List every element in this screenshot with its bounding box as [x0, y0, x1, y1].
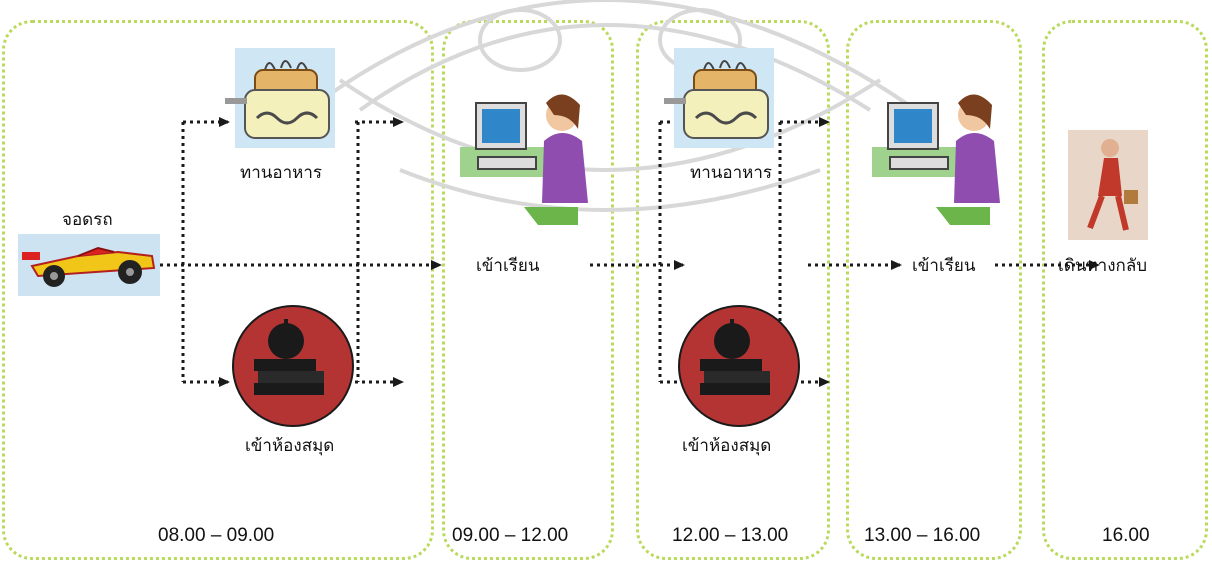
- label-library-2: เข้าห้องสมุด: [682, 436, 772, 456]
- time-label-4: 13.00 – 16.00: [864, 525, 981, 546]
- race-car-icon: [18, 234, 160, 296]
- label-library-1: เข้าห้องสมุด: [245, 436, 335, 456]
- time-label-3: 12.00 – 13.00: [672, 525, 789, 546]
- time-label-2: 09.00 – 12.00: [452, 525, 569, 546]
- time-label-1: 08.00 – 09.00: [158, 525, 275, 546]
- time-panel-5: [1042, 20, 1208, 560]
- walking-person-icon: [1068, 130, 1148, 240]
- library-books-icon: [232, 305, 354, 427]
- label-study-1: เข้าเรียน: [476, 256, 540, 276]
- toaster-icon: [225, 48, 335, 148]
- label-park: จอดรถ: [62, 210, 113, 230]
- library-books-icon-2: [678, 305, 800, 427]
- person-at-computer-icon: [460, 94, 588, 225]
- person-at-computer-icon-2: [872, 94, 1000, 225]
- label-eat-2: ทานอาหาร: [690, 163, 773, 183]
- toaster-icon-2: [664, 48, 774, 148]
- time-panel-1: [2, 20, 434, 560]
- label-study-2: เข้าเรียน: [912, 256, 976, 276]
- time-panel-4: [846, 20, 1022, 560]
- time-label-5: 16.00: [1102, 525, 1150, 546]
- label-eat-1: ทานอาหาร: [240, 163, 323, 183]
- label-go-home: เดินทางกลับ: [1058, 256, 1148, 276]
